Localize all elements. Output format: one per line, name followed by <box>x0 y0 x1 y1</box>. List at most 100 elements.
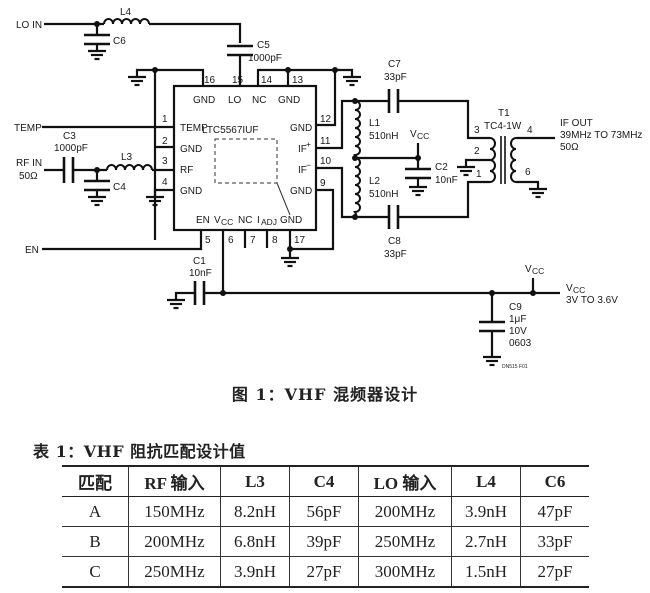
pin-12-num: 12 <box>320 114 332 125</box>
gnd-right-stub <box>335 68 354 76</box>
T1-pin4: 4 <box>527 125 533 136</box>
C9-voltage: 10V <box>509 326 527 337</box>
pin-16-num: 16 <box>204 75 216 86</box>
vcc-top-label: V <box>525 264 532 275</box>
pin-13-num: 13 <box>292 75 304 86</box>
cell: 250MHz <box>358 526 452 557</box>
C1-value: 10nF <box>189 268 212 279</box>
junction-dot <box>287 246 293 252</box>
pin-4-name: GND <box>180 186 202 197</box>
cell: C <box>62 556 129 588</box>
vcc-c2-label: V <box>410 129 417 140</box>
pin-11-sup: + <box>306 139 311 149</box>
pin-15-name: LO <box>228 95 242 106</box>
ground-icon <box>455 165 477 177</box>
cell: B <box>62 526 129 557</box>
pin-8-name: I <box>257 215 260 226</box>
inductor-L2 <box>353 157 361 218</box>
pin12-wire <box>316 70 337 127</box>
pin9-wire <box>290 188 335 251</box>
C5-label: C5 <box>257 40 270 51</box>
cell: 150MHz <box>128 496 221 527</box>
C2-value: 10nF <box>435 175 458 186</box>
pad-leader <box>276 182 291 216</box>
header-rf-input: RF 输入 <box>128 465 221 497</box>
if-minus-wire <box>316 166 355 219</box>
pin-12-name: GND <box>290 123 312 134</box>
inductor-L1 <box>353 100 361 160</box>
mixer-schematic: LO IN L4 C6 C5 1000pF LTC5567IUF 16 15 1… <box>14 7 642 370</box>
pin-9-num: 9 <box>320 178 326 189</box>
pin-4-num: 4 <box>162 177 168 188</box>
L1-value: 510nH <box>369 131 398 142</box>
table-row: A 150MHz 8.2nH 56pF 200MHz 3.9nH 47pF <box>62 496 589 527</box>
c7-wire-right <box>398 99 490 140</box>
if-out-impedance: 50Ω <box>560 142 579 153</box>
c1-gnd-wire <box>174 291 194 299</box>
if-plus-wire <box>316 99 355 150</box>
t1-pin6-wire <box>516 180 540 188</box>
pin-7-num: 7 <box>250 235 256 246</box>
table-row: C 250MHz 3.9nH 27pF 300MHz 1.5nH 27pF <box>62 556 589 588</box>
T1-pin2: 2 <box>474 146 480 157</box>
cell: 33pF <box>520 526 589 557</box>
pin-7-name: NC <box>238 215 252 226</box>
C5-value: 1000pF <box>248 53 282 64</box>
pin-17-name: GND <box>280 215 302 226</box>
pin-6-num: 6 <box>228 235 234 246</box>
pin-1-name: TEMP <box>180 123 208 134</box>
C8-value: 33pF <box>384 249 407 260</box>
t1-pin2-wire <box>464 158 490 166</box>
header-C6: C6 <box>520 465 589 497</box>
cell: 56pF <box>289 496 359 527</box>
C9-package: 0603 <box>509 338 532 349</box>
transformer-primary <box>489 137 496 183</box>
pin-11-name: IF <box>298 144 307 155</box>
pin-10-num: 10 <box>320 156 332 167</box>
exposed-pad <box>214 138 278 184</box>
pin-8-num: 8 <box>272 235 278 246</box>
vcc-top-sub: CC <box>532 266 544 276</box>
L3-label: L3 <box>121 152 133 163</box>
C3-label: C3 <box>63 131 76 142</box>
C2-label: C2 <box>435 162 448 173</box>
ic-part-number: LTC5567IUF <box>202 125 259 136</box>
figure-id: DN515 F01 <box>502 364 528 370</box>
gnd-left-stub <box>135 68 155 76</box>
pin-2-name: GND <box>180 144 202 155</box>
cell: 39pF <box>289 526 359 557</box>
ground-icon <box>126 75 148 87</box>
header-L3: L3 <box>220 465 290 497</box>
ic-LTC5567IUF <box>172 84 318 232</box>
pin-5-name: EN <box>196 215 210 226</box>
C9-label: C9 <box>509 302 522 313</box>
pin-17-num: 17 <box>294 235 306 246</box>
pin-10-sup: − <box>306 160 311 170</box>
vcc-rail-sub: CC <box>573 285 585 295</box>
temp-label: TEMP <box>14 123 42 134</box>
gnd-rail-left <box>153 68 205 240</box>
vcc-c2-sub: CC <box>417 131 429 141</box>
pin-3-num: 3 <box>162 156 168 167</box>
cell: 1.5nH <box>451 556 521 588</box>
c8-wire-right <box>398 180 490 219</box>
C7-label: C7 <box>388 59 401 70</box>
ground-icon <box>407 185 429 197</box>
cell: 3.9nH <box>451 496 521 527</box>
pin-11-num: 11 <box>320 136 331 147</box>
ground-icon <box>86 49 108 61</box>
C9-value: 1μF <box>509 314 526 325</box>
junction-dot <box>220 290 226 296</box>
inductor-L3 <box>106 164 153 171</box>
T1-value: TC4-1W <box>484 121 522 132</box>
C7-value: 33pF <box>384 72 407 83</box>
pin-3-name: RF <box>180 165 193 176</box>
T1-pin3: 3 <box>474 125 480 136</box>
header-match: 匹配 <box>62 465 129 497</box>
table-title: 表 1：VHF 阻抗匹配设计值 <box>33 442 246 461</box>
ground-icon <box>481 355 503 367</box>
C8-label: C8 <box>388 236 401 247</box>
L4-label: L4 <box>120 7 132 18</box>
cell: 250MHz <box>128 556 221 588</box>
C3-value: 1000pF <box>54 143 88 154</box>
